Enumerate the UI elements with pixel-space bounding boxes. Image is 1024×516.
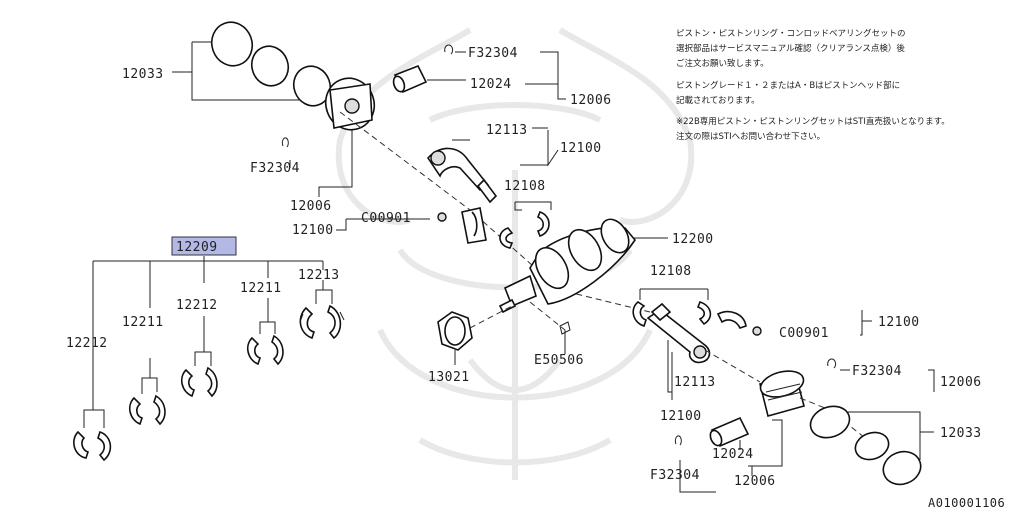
label-12113-bottom[interactable]: 12113 bbox=[674, 375, 716, 390]
circlip-right[interactable] bbox=[827, 358, 837, 369]
piston-pin-bottom[interactable] bbox=[708, 416, 750, 448]
thrust-bearing-12213[interactable] bbox=[299, 280, 345, 340]
label-12033-top[interactable]: 12033 bbox=[122, 67, 164, 82]
woodruff-key[interactable] bbox=[559, 321, 571, 335]
note-line-7: 注文の際はSTIへお問い合わせ下さい。 bbox=[676, 131, 825, 142]
label-12100-bottom[interactable]: 12100 bbox=[660, 409, 702, 424]
note-line-2: 選択部品はサービスマニュアル確認（クリアランス点検）後 bbox=[676, 43, 905, 54]
label-12212-b[interactable]: 12212 bbox=[176, 298, 218, 313]
main-bearing-12212-b[interactable] bbox=[180, 316, 218, 398]
label-12213[interactable]: 12213 bbox=[298, 268, 340, 283]
label-c00901-top[interactable]: C00901 bbox=[361, 211, 411, 226]
label-12024-bottom[interactable]: 12024 bbox=[712, 447, 754, 462]
rod-cap-bottom[interactable] bbox=[716, 310, 762, 336]
label-12033-bottom[interactable]: 12033 bbox=[940, 426, 982, 441]
label-12200[interactable]: 12200 bbox=[672, 232, 714, 247]
label-12100-right[interactable]: 12100 bbox=[878, 315, 920, 330]
crankshaft[interactable] bbox=[498, 214, 636, 314]
circlip-left[interactable] bbox=[281, 137, 289, 148]
piston-rings-bottom[interactable] bbox=[806, 401, 925, 489]
label-12100-left[interactable]: 12100 bbox=[292, 223, 334, 238]
crank-sprocket[interactable] bbox=[437, 311, 473, 351]
figure-id: A010001106 bbox=[928, 496, 1005, 510]
label-12108-bottom[interactable]: 12108 bbox=[650, 264, 692, 279]
main-bearing-12211-a[interactable] bbox=[128, 358, 166, 426]
piston-pin-top[interactable] bbox=[392, 64, 428, 94]
label-f32304-top[interactable]: F32304 bbox=[468, 46, 518, 61]
label-12209[interactable]: 12209 bbox=[176, 240, 218, 255]
piston-ring-top-3[interactable] bbox=[288, 61, 336, 111]
label-12006-top-right[interactable]: 12006 bbox=[570, 93, 612, 108]
label-12006-right[interactable]: 12006 bbox=[940, 375, 982, 390]
highlight-12209[interactable] bbox=[171, 236, 237, 256]
label-13021[interactable]: 13021 bbox=[428, 370, 470, 385]
piston-top[interactable] bbox=[319, 71, 382, 136]
note-line-3: ご注文お願い致します。 bbox=[676, 58, 769, 69]
piston-ring-top-1[interactable] bbox=[206, 16, 259, 71]
note-line-5: 記載されております。 bbox=[676, 95, 760, 106]
label-12100-top[interactable]: 12100 bbox=[560, 141, 602, 156]
main-bearing-12212-a[interactable] bbox=[73, 395, 112, 462]
label-12211-b[interactable]: 12211 bbox=[240, 281, 282, 296]
label-f32304-bottom[interactable]: F32304 bbox=[650, 468, 700, 483]
label-12211-a[interactable]: 12211 bbox=[122, 315, 164, 330]
label-12212-a[interactable]: 12212 bbox=[66, 336, 108, 351]
rod-nut-top[interactable] bbox=[437, 207, 487, 244]
watermark-emblem bbox=[335, 27, 695, 480]
connecting-rod-bottom[interactable] bbox=[646, 302, 711, 364]
label-c00901-bottom[interactable]: C00901 bbox=[779, 326, 829, 341]
label-12006-left[interactable]: 12006 bbox=[290, 199, 332, 214]
note-line-6: ※22B専用ピストン・ピストンリングセットはSTI直売扱いとなります。 bbox=[676, 116, 950, 127]
main-bearing-12211-b[interactable] bbox=[246, 298, 284, 366]
circlip-bottom[interactable] bbox=[674, 435, 682, 446]
note-line-1: ピストン・ピストンリング・コンロッドベアリングセットの bbox=[676, 28, 906, 39]
circlip-top[interactable] bbox=[444, 44, 454, 55]
notes-block: ピストン・ピストンリング・コンロッドベアリングセットの 選択部品はサービスマニュ… bbox=[676, 28, 950, 142]
label-e50506[interactable]: E50506 bbox=[534, 353, 584, 368]
connecting-rod-top[interactable] bbox=[426, 147, 498, 204]
label-12113-top[interactable]: 12113 bbox=[486, 123, 528, 138]
bearing-shells-top[interactable] bbox=[499, 211, 550, 249]
label-f32304-left[interactable]: F32304 bbox=[250, 161, 300, 176]
label-12006-bottom[interactable]: 12006 bbox=[734, 474, 776, 489]
note-line-4: ピストングレード１・２またはA・Bはピストンヘッド部に bbox=[676, 80, 900, 91]
label-f32304-right[interactable]: F32304 bbox=[852, 364, 902, 379]
label-12024-top[interactable]: 12024 bbox=[470, 77, 512, 92]
bearing-shells-bottom[interactable] bbox=[632, 301, 712, 328]
label-12108-top[interactable]: 12108 bbox=[504, 179, 546, 194]
piston-bottom[interactable] bbox=[758, 367, 807, 417]
piston-ring-top-2[interactable] bbox=[246, 41, 294, 91]
bearing-tree bbox=[92, 256, 324, 395]
